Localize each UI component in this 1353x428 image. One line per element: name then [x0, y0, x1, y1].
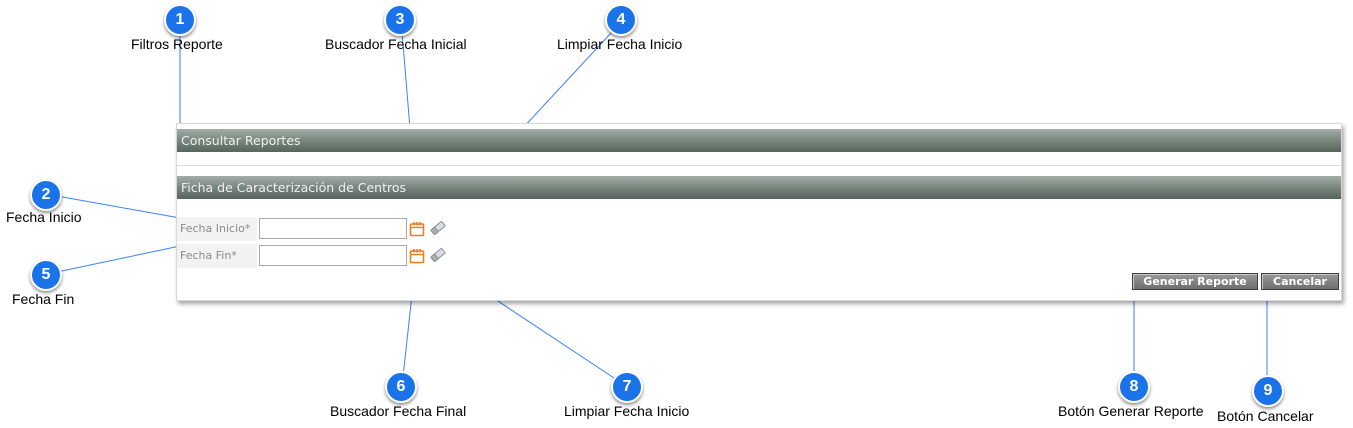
panel-title: Consultar Reportes — [177, 129, 1341, 152]
callout-label-8: Botón Generar Reporte — [1058, 403, 1204, 419]
callout-badge-2: 2 — [30, 179, 62, 211]
callout-badge-5: 5 — [30, 259, 62, 291]
fecha-inicio-label: Fecha Inicio* — [177, 217, 257, 241]
fecha-fin-label: Fecha Fin* — [177, 244, 257, 268]
callout-label-3: Buscador Fecha Inicial — [325, 36, 467, 52]
eraser-icon[interactable] — [429, 219, 447, 237]
callout-badge-6: 6 — [385, 371, 417, 403]
calendar-icon[interactable] — [409, 221, 425, 237]
fecha-inicio-input[interactable] — [259, 218, 407, 239]
callout-label-6: Buscador Fecha Final — [330, 403, 467, 419]
callout-label-2: Fecha Inicio — [6, 209, 82, 225]
fecha-fin-input[interactable] — [259, 245, 407, 266]
callout-label-9: Botón Cancelar — [1217, 408, 1314, 424]
callout-line-5 — [56, 245, 181, 273]
callout-badge-8: 8 — [1118, 371, 1150, 403]
section-title: Ficha de Caracterización de Centros — [177, 176, 1341, 199]
calendar-icon[interactable] — [409, 248, 425, 264]
callout-badge-1: 1 — [164, 4, 196, 36]
callout-label-1: Filtros Reporte — [131, 36, 223, 52]
callout-badge-4: 4 — [605, 4, 637, 36]
callout-label-7: Limpiar Fecha Inicio — [564, 403, 690, 419]
callout-badge-7: 7 — [611, 371, 643, 403]
callout-badge-3: 3 — [384, 4, 416, 36]
report-panel: Consultar Reportes Ficha de Caracterizac… — [176, 123, 1342, 301]
generar-reporte-button[interactable]: Generar Reporte — [1132, 273, 1258, 290]
divider — [177, 165, 1341, 166]
cancelar-button[interactable]: Cancelar — [1261, 273, 1339, 290]
callout-label-5: Fecha Fin — [12, 291, 75, 307]
callout-badge-9: 9 — [1252, 375, 1284, 407]
eraser-icon[interactable] — [429, 246, 447, 264]
callout-label-4: Limpiar Fecha Inicio — [557, 36, 683, 52]
